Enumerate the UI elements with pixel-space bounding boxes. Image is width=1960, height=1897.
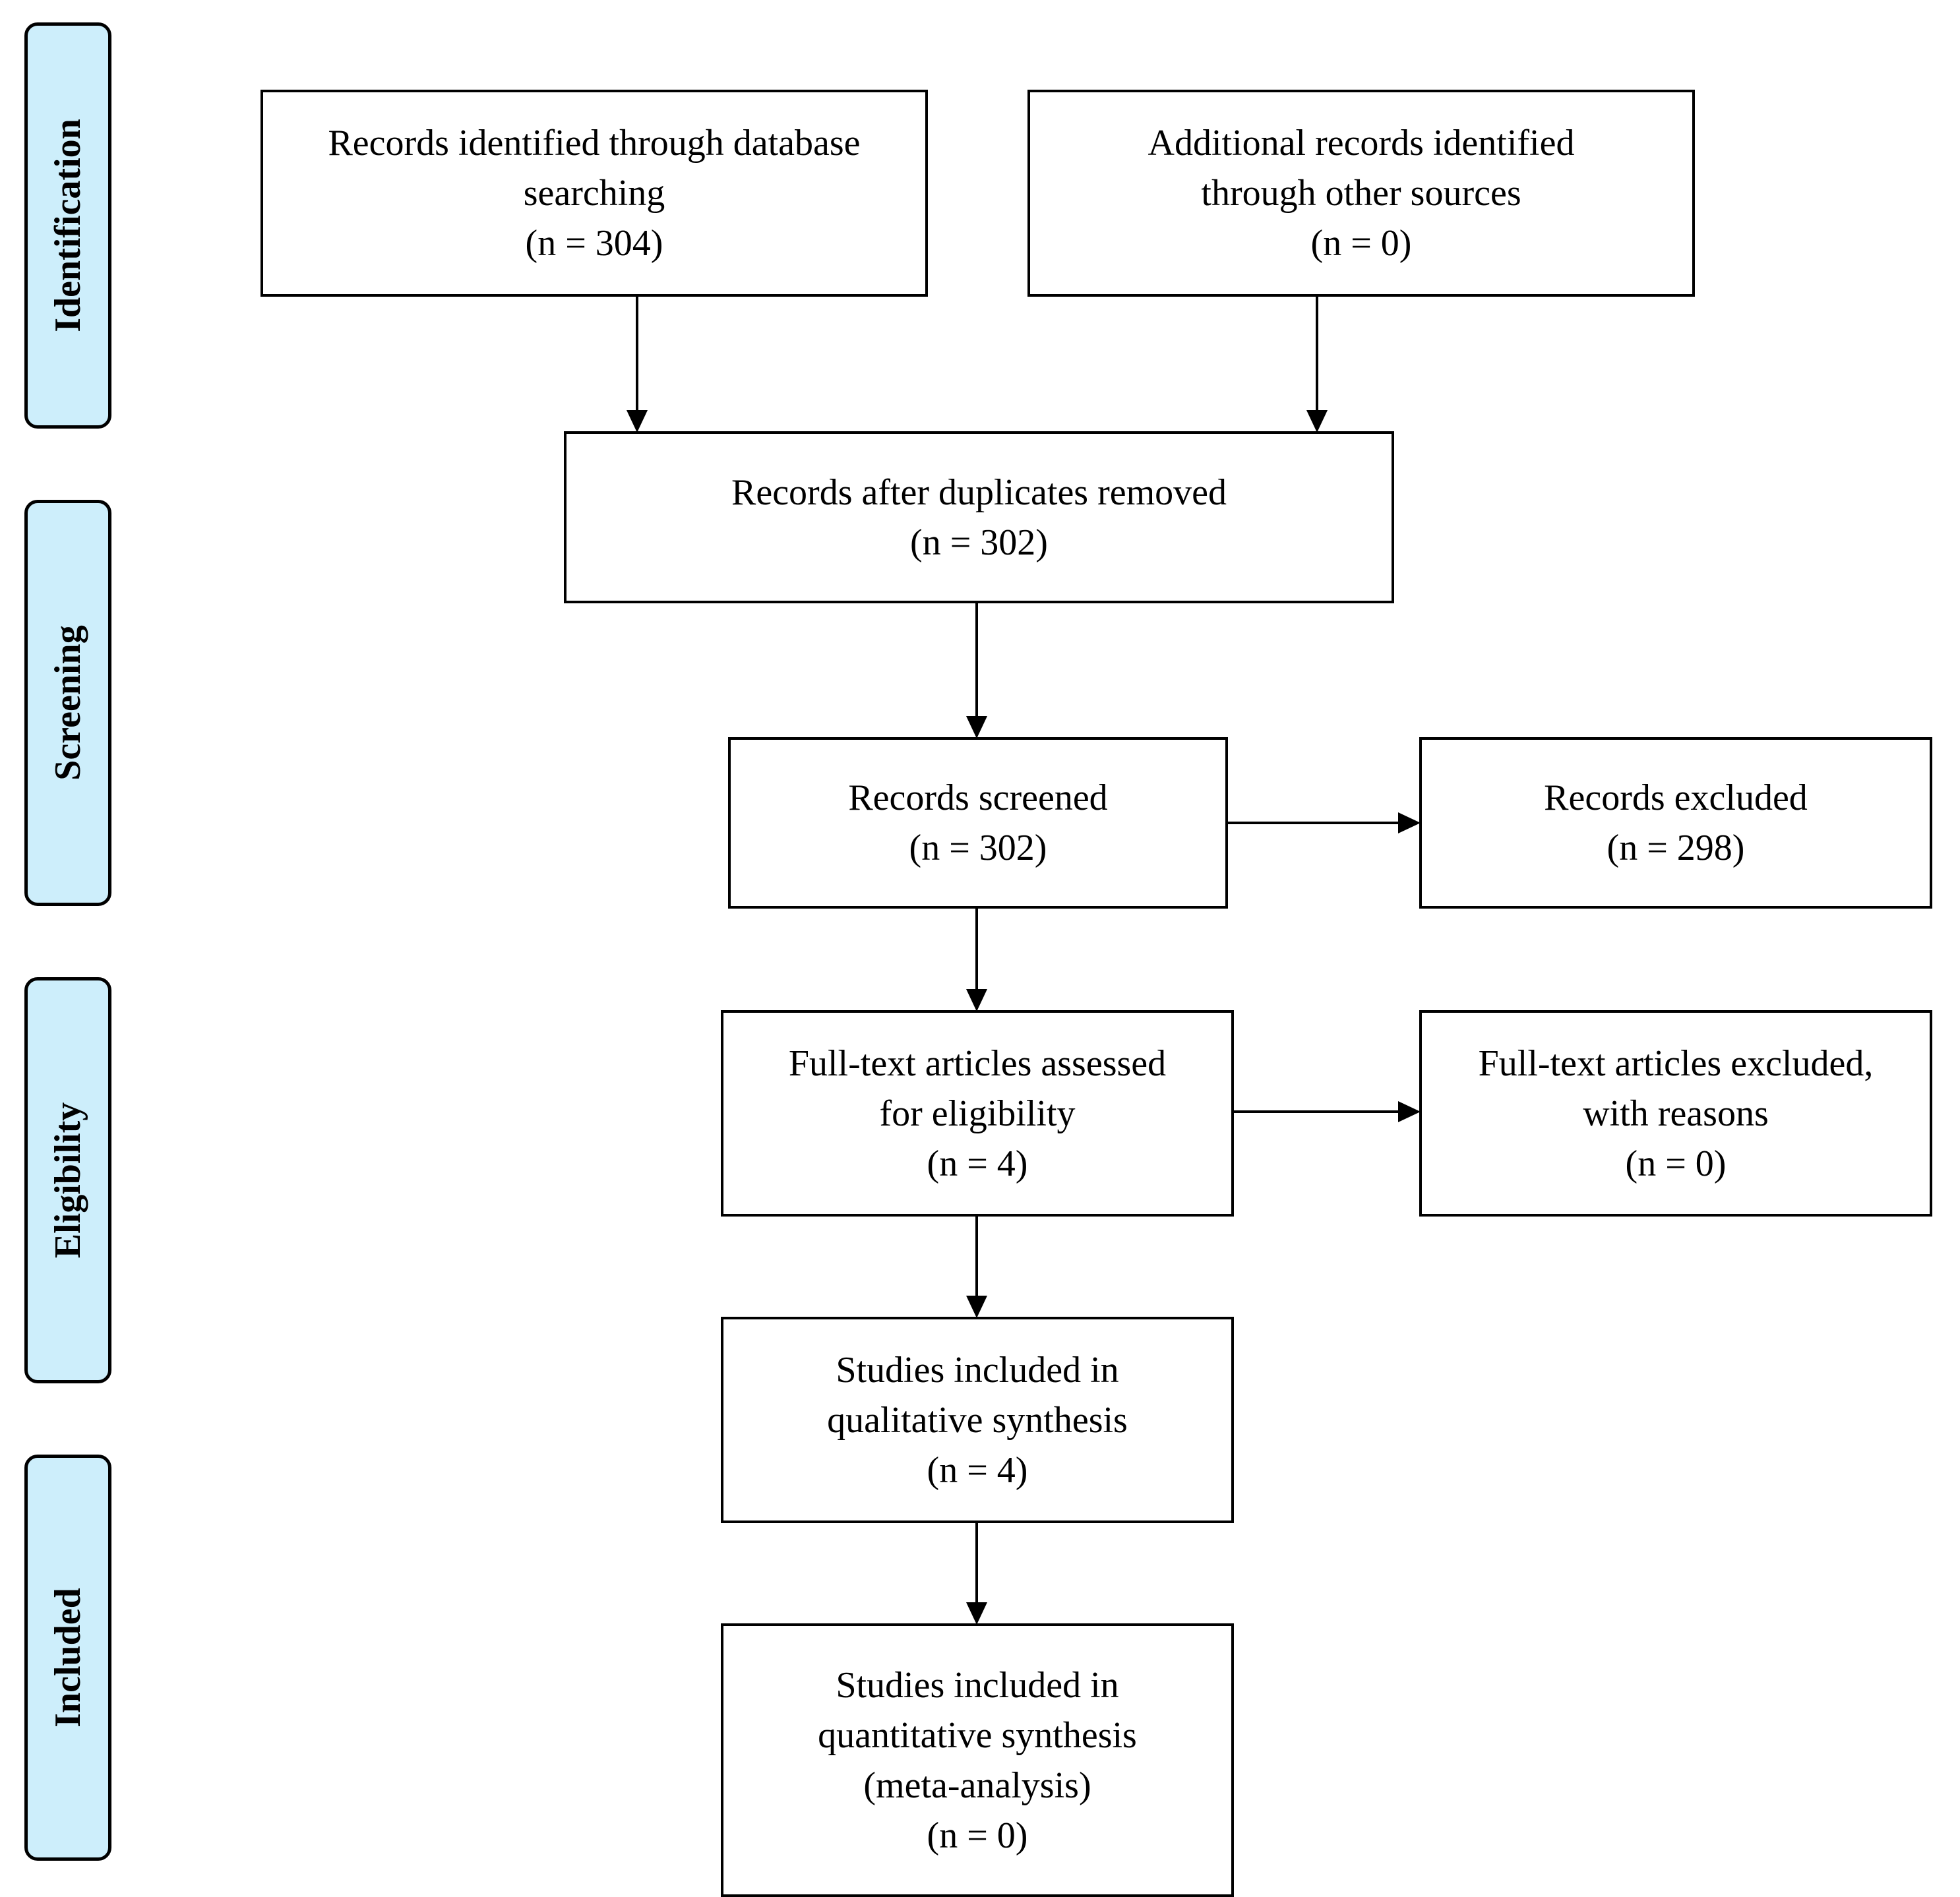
fulltext-assessed-line1: Full-text articles assessed — [788, 1042, 1167, 1084]
fulltext-excluded-line2: with reasons — [1583, 1093, 1769, 1134]
other-sources-line1: Additional records identified — [1148, 123, 1575, 164]
arrowhead-database — [627, 410, 648, 433]
quantitative-line2: quantitative synthesis — [818, 1714, 1137, 1756]
quantitative-count: (n = 0) — [927, 1815, 1028, 1856]
arrowhead-fulltext — [966, 1296, 987, 1318]
database-search-line2: searching — [523, 173, 665, 214]
database-search-count: (n = 304) — [525, 223, 663, 264]
database-search-line1: Records identified through database — [328, 123, 861, 164]
quantitative-line1: Studies included in — [836, 1664, 1119, 1706]
fulltext-assessed-line2: for eligibility — [879, 1093, 1076, 1134]
arrowhead-screened — [966, 989, 987, 1011]
box-fulltext-excluded: Full-text articles excluded, with reason… — [1419, 1010, 1932, 1217]
arrowhead-qualitative — [966, 1602, 987, 1625]
box-fulltext-assessed: Full-text articles assessed for eligibil… — [721, 1010, 1234, 1217]
duplicates-removed-count: (n = 302) — [910, 522, 1048, 563]
phase-eligibility: Eligibility — [24, 977, 111, 1383]
duplicates-removed-line1: Records after duplicates removed — [731, 471, 1227, 513]
box-quantitative-synthesis: Studies included in quantitative synthes… — [721, 1623, 1234, 1897]
records-excluded-count: (n = 298) — [1607, 828, 1745, 868]
box-database-search: Records identified through database sear… — [260, 90, 928, 297]
qualitative-count: (n = 4) — [927, 1449, 1028, 1491]
box-duplicates-removed: Records after duplicates removed (n = 30… — [564, 431, 1394, 603]
arrowhead-fulltext-excluded — [1398, 1101, 1421, 1122]
qualitative-line1: Studies included in — [836, 1349, 1119, 1391]
arrowhead-duplicates — [966, 716, 987, 738]
records-screened-line1: Records screened — [848, 777, 1108, 818]
box-records-screened: Records screened (n = 302) — [728, 737, 1228, 909]
quantitative-line3: (meta-analysis) — [863, 1764, 1091, 1806]
box-records-excluded: Records excluded (n = 298) — [1419, 737, 1932, 909]
records-excluded-line1: Records excluded — [1544, 777, 1808, 818]
phase-included: Included — [24, 1455, 111, 1861]
other-sources-line2: through other sources — [1201, 173, 1521, 214]
arrowhead-excluded — [1398, 812, 1421, 833]
box-qualitative-synthesis: Studies included in qualitative synthesi… — [721, 1317, 1234, 1523]
fulltext-excluded-line1: Full-text articles excluded, — [1478, 1042, 1874, 1084]
arrowhead-other — [1306, 410, 1328, 433]
fulltext-assessed-count: (n = 4) — [927, 1143, 1028, 1184]
qualitative-line2: qualitative synthesis — [827, 1399, 1128, 1441]
other-sources-count: (n = 0) — [1310, 223, 1412, 264]
fulltext-excluded-count: (n = 0) — [1625, 1143, 1727, 1184]
phase-screening: Screening — [24, 500, 111, 906]
box-other-sources: Additional records identified through ot… — [1027, 90, 1695, 297]
records-screened-count: (n = 302) — [909, 828, 1047, 868]
phase-identification: Identification — [24, 22, 111, 429]
